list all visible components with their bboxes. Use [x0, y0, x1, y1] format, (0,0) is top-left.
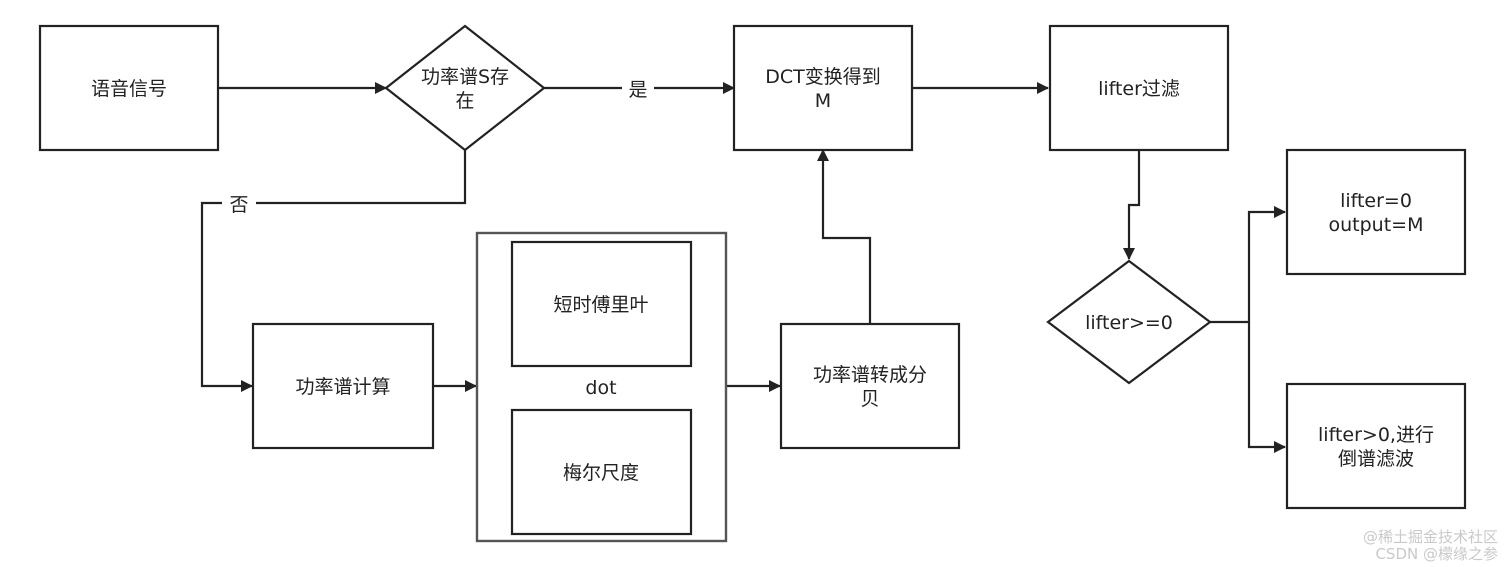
node-lifter-filter-text: lifter过滤 [1098, 78, 1180, 100]
node-label-line: lifter过滤 [1098, 78, 1180, 100]
node-power-spectrum-exists-text: 功率谱S存在 [421, 66, 509, 112]
edge-decision-to-gt0 [1247, 322, 1286, 453]
node-label-line: 梅尔尺度 [563, 462, 639, 484]
node-lifter-filter: lifter过滤 [1048, 24, 1230, 152]
node-mel-scale-text: 梅尔尺度 [563, 462, 639, 484]
node-power-spectrum-exists: 功率谱S存在 [384, 24, 546, 152]
node-speech-signal-text: 语音信号 [91, 78, 167, 100]
watermark-line-2: CSDN @檬缘之参 [1375, 545, 1498, 563]
node-lifter-ge-zero-text: lifter>=0 [1085, 312, 1173, 334]
node-label-line: lifter>=0 [1085, 312, 1173, 334]
node-label-line: 功率谱S存 [421, 66, 509, 88]
node-stft: 短时傅里叶 [510, 240, 693, 368]
edge-check-to-calc-no [200, 150, 467, 392]
node-label-line: 功率谱转成分 [813, 364, 927, 386]
node-label-line: 语音信号 [91, 78, 167, 100]
node-label-line: dot [585, 377, 616, 399]
node-power-spectrum-calc-text: 功率谱计算 [295, 376, 390, 398]
edge-label-no: 否 [229, 194, 248, 216]
node-lifter-gt-zero-text: lifter>0,进行倒谱滤波 [1318, 424, 1434, 470]
node-lifter-gt-zero: lifter>0,进行倒谱滤波 [1285, 382, 1467, 510]
node-mel-scale: 梅尔尺度 [510, 408, 693, 536]
node-to-db-text: 功率谱转成分贝 [813, 364, 927, 410]
node-label-line: lifter>0,进行 [1318, 424, 1434, 446]
node-label-line: 在 [455, 90, 474, 112]
edge-label-yes-group: 是 [622, 76, 654, 102]
edge-label-yes: 是 [628, 79, 647, 101]
edge-db-to-dct [817, 149, 872, 324]
edge-decision-to-eq0 [1210, 206, 1286, 324]
node-label-line: 短时傅里叶 [553, 294, 648, 316]
node-mel-group: 短时傅里叶 dot 梅尔尺度 [475, 231, 728, 543]
node-label-line: 功率谱计算 [295, 376, 390, 398]
edges [200, 82, 1286, 453]
node-stft-text: 短时傅里叶 [553, 294, 648, 316]
node-lifter-ge-zero: lifter>=0 [1046, 259, 1212, 385]
node-dot-text: dot [585, 377, 616, 399]
watermark-line-1: @稀土掘金技术社区 [1362, 528, 1498, 546]
watermark: @稀土掘金技术社区 CSDN @檬缘之参 [1363, 529, 1498, 563]
edge-lifter-to-decision [1123, 150, 1141, 260]
node-label-line: DCT变换得到 [765, 66, 881, 88]
node-label-line: output=M [1329, 214, 1424, 236]
node-label-line: lifter=0 [1340, 190, 1412, 212]
node-speech-signal: 语音信号 [38, 24, 220, 152]
node-label-line: 倒谱滤波 [1338, 448, 1414, 470]
node-power-spectrum-calc: 功率谱计算 [251, 322, 435, 450]
node-label-line: 贝 [860, 388, 879, 410]
node-to-db: 功率谱转成分贝 [779, 322, 961, 450]
edge-label-no-group: 否 [222, 192, 256, 216]
node-label-line: M [815, 90, 831, 112]
